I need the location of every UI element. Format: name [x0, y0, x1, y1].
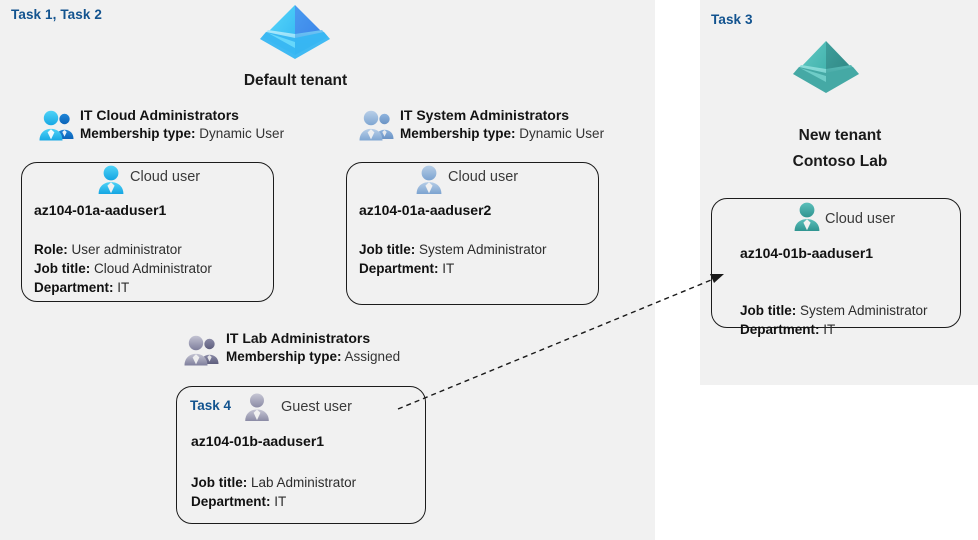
group-users-icon	[357, 107, 397, 147]
department-label: Department:	[34, 280, 114, 295]
user-type-label: Cloud user	[825, 211, 896, 227]
department-value: IT	[117, 280, 130, 295]
membership-type-value: Assigned	[344, 349, 401, 364]
group-name-it-cloud-administrators: IT Cloud Administrators	[80, 107, 239, 123]
group-users-icon	[37, 107, 77, 147]
user-type-label: Cloud user	[448, 169, 519, 185]
group-users-icon	[182, 332, 222, 372]
role-value: User administrator	[71, 242, 182, 257]
new-tenant-title-line2: Contoso Lab	[792, 153, 888, 170]
department-value: IT	[823, 322, 836, 337]
user-prop-department: Department: IT	[740, 320, 928, 339]
department-label: Department:	[740, 322, 820, 337]
group-membership-it-cloud-administrators: Membership type: Dynamic User	[80, 124, 284, 143]
azure-ad-tenant-icon	[791, 38, 861, 98]
user-prop-job-title: Job title: System Administrator	[359, 240, 547, 259]
new-tenant-title-line1: New tenant	[798, 127, 882, 144]
user-type-label: Cloud user	[130, 169, 201, 185]
department-label: Department:	[191, 494, 271, 509]
job-title-label: Job title:	[359, 242, 416, 257]
user-properties: Job title: System Administrator Departme…	[740, 301, 928, 339]
job-title-label: Job title:	[34, 261, 91, 276]
group-membership-it-lab-administrators: Membership type: Assigned	[226, 347, 400, 366]
task-label-left-panel: Task 1, Task 2	[11, 7, 102, 22]
user-name-az104-01a-aaduser1: az104-01a-aaduser1	[34, 202, 167, 218]
membership-type-label: Membership type:	[226, 349, 342, 364]
user-type-label: Guest user	[281, 399, 352, 415]
user-name-az104-01a-aaduser2: az104-01a-aaduser2	[359, 202, 492, 218]
job-title-value: System Administrator	[419, 242, 547, 257]
department-value: IT	[274, 494, 287, 509]
group-name-it-lab-administrators: IT Lab Administrators	[226, 330, 371, 346]
user-properties: Job title: System Administrator Departme…	[359, 240, 547, 278]
job-title-label: Job title:	[191, 475, 248, 490]
task-label-right-panel: Task 3	[711, 12, 753, 27]
membership-type-label: Membership type:	[80, 126, 196, 141]
cloud-user-icon	[414, 164, 444, 196]
user-prop-department: Department: IT	[34, 278, 212, 297]
membership-type-value: Dynamic User	[199, 126, 285, 141]
user-prop-department: Department: IT	[359, 259, 547, 278]
user-prop-department: Department: IT	[191, 492, 356, 511]
user-properties: Role: User administrator Job title: Clou…	[34, 240, 212, 297]
user-prop-role: Role: User administrator	[34, 240, 212, 259]
role-label: Role:	[34, 242, 68, 257]
membership-type-label: Membership type:	[400, 126, 516, 141]
user-name-az104-01b-aaduser1-guest: az104-01b-aaduser1	[191, 433, 325, 449]
azure-ad-tenant-icon	[258, 2, 332, 64]
user-card-az104-01b-aaduser1-new-tenant[interactable]	[711, 198, 961, 328]
guest-user-icon	[243, 392, 271, 423]
job-title-label: Job title:	[740, 303, 797, 318]
user-prop-job-title: Job title: System Administrator	[740, 301, 928, 320]
cloud-user-icon	[792, 201, 822, 233]
job-title-value: Cloud Administrator	[94, 261, 212, 276]
user-prop-job-title: Job title: Lab Administrator	[191, 473, 356, 492]
user-card-az104-01b-aaduser1-guest[interactable]	[176, 386, 426, 524]
department-label: Department:	[359, 261, 439, 276]
job-title-value: Lab Administrator	[251, 475, 357, 490]
user-properties: Job title: Lab Administrator Department:…	[191, 473, 356, 511]
department-value: IT	[442, 261, 455, 276]
task-label-guest-user: Task 4	[190, 398, 232, 413]
group-membership-it-system-administrators: Membership type: Dynamic User	[400, 124, 604, 143]
user-prop-job-title: Job title: Cloud Administrator	[34, 259, 212, 278]
job-title-value: System Administrator	[800, 303, 928, 318]
membership-type-value: Dynamic User	[519, 126, 605, 141]
group-name-it-system-administrators: IT System Administrators	[400, 107, 570, 123]
default-tenant-title: Default tenant	[243, 72, 348, 89]
user-card-az104-01a-aaduser1[interactable]	[21, 162, 274, 302]
user-name-az104-01b-aaduser1-new-tenant: az104-01b-aaduser1	[740, 245, 874, 261]
cloud-user-icon	[96, 164, 126, 196]
